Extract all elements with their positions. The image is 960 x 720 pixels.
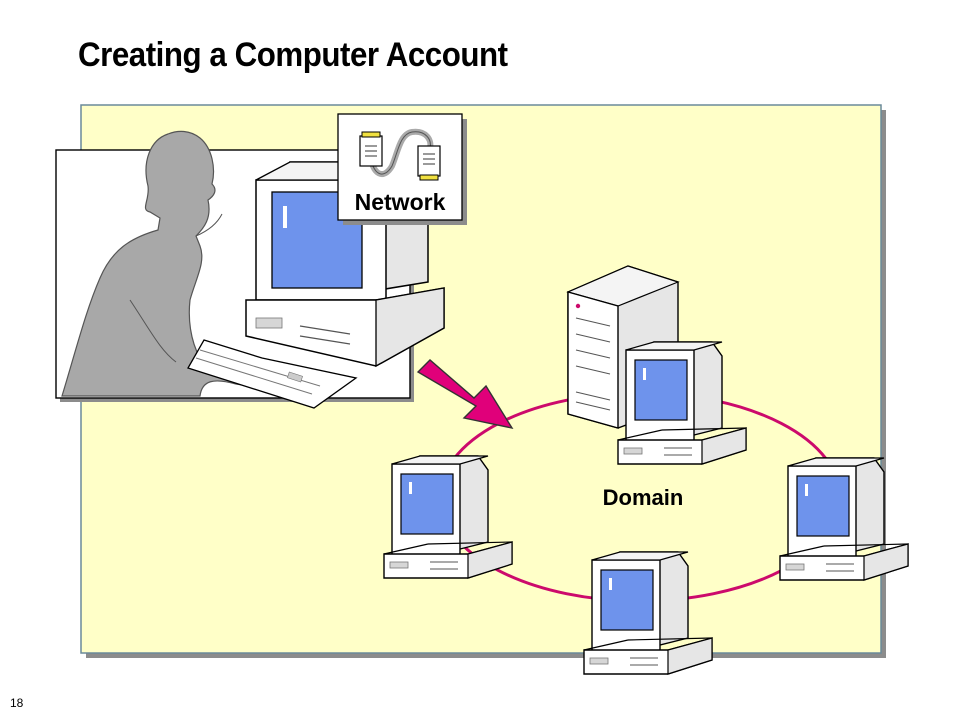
domain-label: Domain xyxy=(603,485,684,510)
slide-title: Creating a Computer Account xyxy=(78,36,508,74)
network-cable-icon xyxy=(359,128,441,181)
network-card: Network xyxy=(337,113,467,225)
network-label: Network xyxy=(355,189,446,215)
page-number: 18 xyxy=(10,696,24,710)
join-domain-arrow xyxy=(416,359,514,430)
domain-computer-right xyxy=(779,457,909,581)
